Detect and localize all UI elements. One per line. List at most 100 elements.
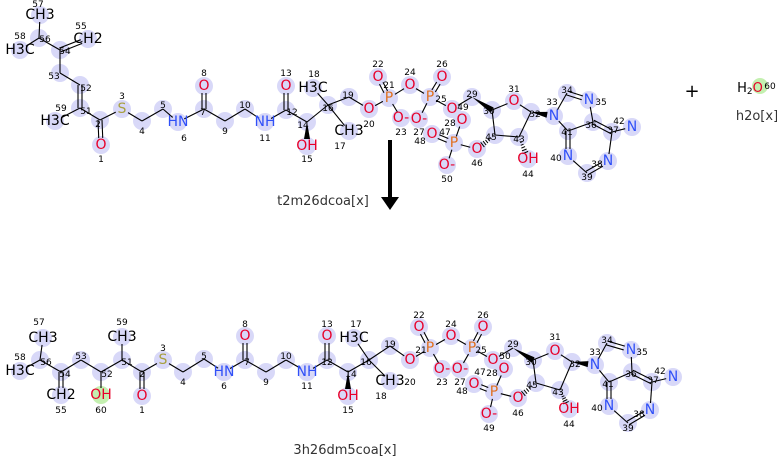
atom-number: 41 [602, 380, 613, 390]
reactant-atom-10: 10 [239, 101, 251, 111]
product-bond-32-33-wedge [572, 361, 589, 368]
atom-number: 33 [589, 348, 600, 358]
reactant-atom-highlight-1 [92, 136, 110, 154]
product-bond-47-28 [496, 375, 502, 386]
atom-number: 3 [119, 92, 125, 102]
atom-symbol: CH2 [46, 387, 75, 403]
product-atom-41: 41 [602, 380, 613, 390]
atom-number: 43 [513, 135, 524, 145]
product-atom-22: O22 [413, 311, 424, 335]
atom-number: 27 [413, 128, 424, 138]
atom-number: 37 [607, 126, 618, 136]
reactant-atom-47: P47 [439, 128, 458, 151]
reactant-bond-9-10 [224, 108, 246, 122]
reactant-name: t2m26dcoa[x] [277, 194, 369, 209]
reactant-atom-highlight-8 [195, 77, 213, 95]
product-bond-45-46-hash [521, 384, 535, 397]
product-atom-highlight-58 [11, 362, 29, 380]
product-atom-highlight-55 [52, 386, 70, 404]
product-bond-31-32 [560, 354, 573, 363]
product-atom-29: 29 [507, 340, 519, 350]
reactant-bond-39-40 [572, 160, 588, 174]
product-bond-21-22-double [419, 332, 430, 343]
atom-number: 3 [160, 344, 166, 354]
reactant-bond-53-52 [59, 72, 81, 86]
reactant-atom-54: 54 [59, 47, 71, 57]
product-bond-20-21 [415, 351, 425, 357]
reactant-atom-40: N40 [550, 148, 573, 164]
atom-number: 20 [404, 378, 416, 388]
product-bond-21-23 [432, 353, 440, 364]
reactant-bond-40-41-double [565, 131, 571, 149]
reactant-atom-34: 34 [561, 86, 573, 96]
product-bond-34-35-double [606, 340, 625, 351]
product-atom-42: N42 [654, 367, 678, 385]
reactant-bond-47-48-double [437, 134, 449, 143]
reactant-atom-highlight-21 [380, 89, 398, 107]
product-bond-3-4 [168, 363, 184, 373]
product-bond-35-36 [630, 356, 633, 373]
atom-number: 46 [512, 409, 524, 419]
reactant-atom-highlight-11 [256, 113, 274, 131]
atom-symbol: N [549, 108, 559, 124]
product-bond-40-41-double [606, 382, 612, 399]
atom-number: 38 [633, 410, 645, 420]
atom-number: 4 [180, 378, 186, 388]
atom-symbol: O [498, 361, 509, 377]
product-atom-1: O1 [136, 388, 147, 416]
atom-number: 34 [561, 86, 573, 96]
product-atom-52: 52 [101, 370, 112, 380]
product-atom-3: S3 [159, 344, 168, 368]
atom-symbol: OH [296, 138, 318, 154]
atom-number: 4 [139, 127, 145, 137]
product-bond-12-13-double [324, 343, 330, 360]
product-bond-19-20 [389, 345, 405, 357]
product-structure: O12S345HN67O8910NH1112O1314OH1516H3C17CH… [5, 311, 678, 434]
reactant-bond-43-44-hash [519, 138, 529, 155]
reactant-atom-highlight-25 [421, 88, 439, 106]
atom-symbol: H3C [5, 42, 34, 58]
atom-number: 17 [334, 142, 345, 152]
product-bond-30-31 [532, 353, 549, 361]
atom-number: 44 [563, 420, 575, 430]
atom-number: 42 [654, 367, 665, 377]
atom-number: 52 [101, 370, 112, 380]
reactant-bond-7-8-double [201, 93, 207, 109]
product-bond-24-25 [456, 338, 467, 346]
product-atom-2: 2 [139, 370, 145, 380]
product-atom-highlight-8 [236, 327, 254, 345]
reactant-bonds [25, 21, 626, 176]
product-bond-37-42 [651, 378, 667, 383]
atom-number: 16 [360, 358, 372, 368]
reactant-atom-31: O31 [508, 85, 519, 109]
atom-symbol: OH [337, 388, 359, 404]
atom-number: 55 [75, 22, 86, 32]
reactant-atom-highlight-58 [11, 41, 29, 59]
reactant-bond-47-28 [455, 126, 461, 137]
atom-symbol: O [372, 69, 383, 85]
atom-number: 57 [32, 0, 43, 10]
product-atom-highlight-26 [474, 318, 492, 336]
reactant-atom-46: O46 [471, 141, 483, 169]
product-atom-4: 4 [180, 378, 186, 388]
product-atom-14: 14 [345, 370, 357, 380]
reactant-atom-4: 4 [139, 127, 145, 137]
product-bond-37-38 [649, 381, 653, 404]
reactant-bond-5-6 [162, 108, 174, 118]
reactant-atom-43: 43 [513, 135, 524, 145]
atom-symbol: O [549, 343, 560, 359]
atom-number: 30 [525, 358, 537, 368]
reactant-atom-27: O-27 [411, 111, 427, 138]
product-bonds [25, 332, 667, 426]
product-atom-6: HN6 [214, 364, 235, 392]
product-atom-54: 54 [59, 370, 71, 380]
product-atom-highlight-48 [465, 375, 483, 393]
atom-number: 43 [552, 388, 563, 398]
